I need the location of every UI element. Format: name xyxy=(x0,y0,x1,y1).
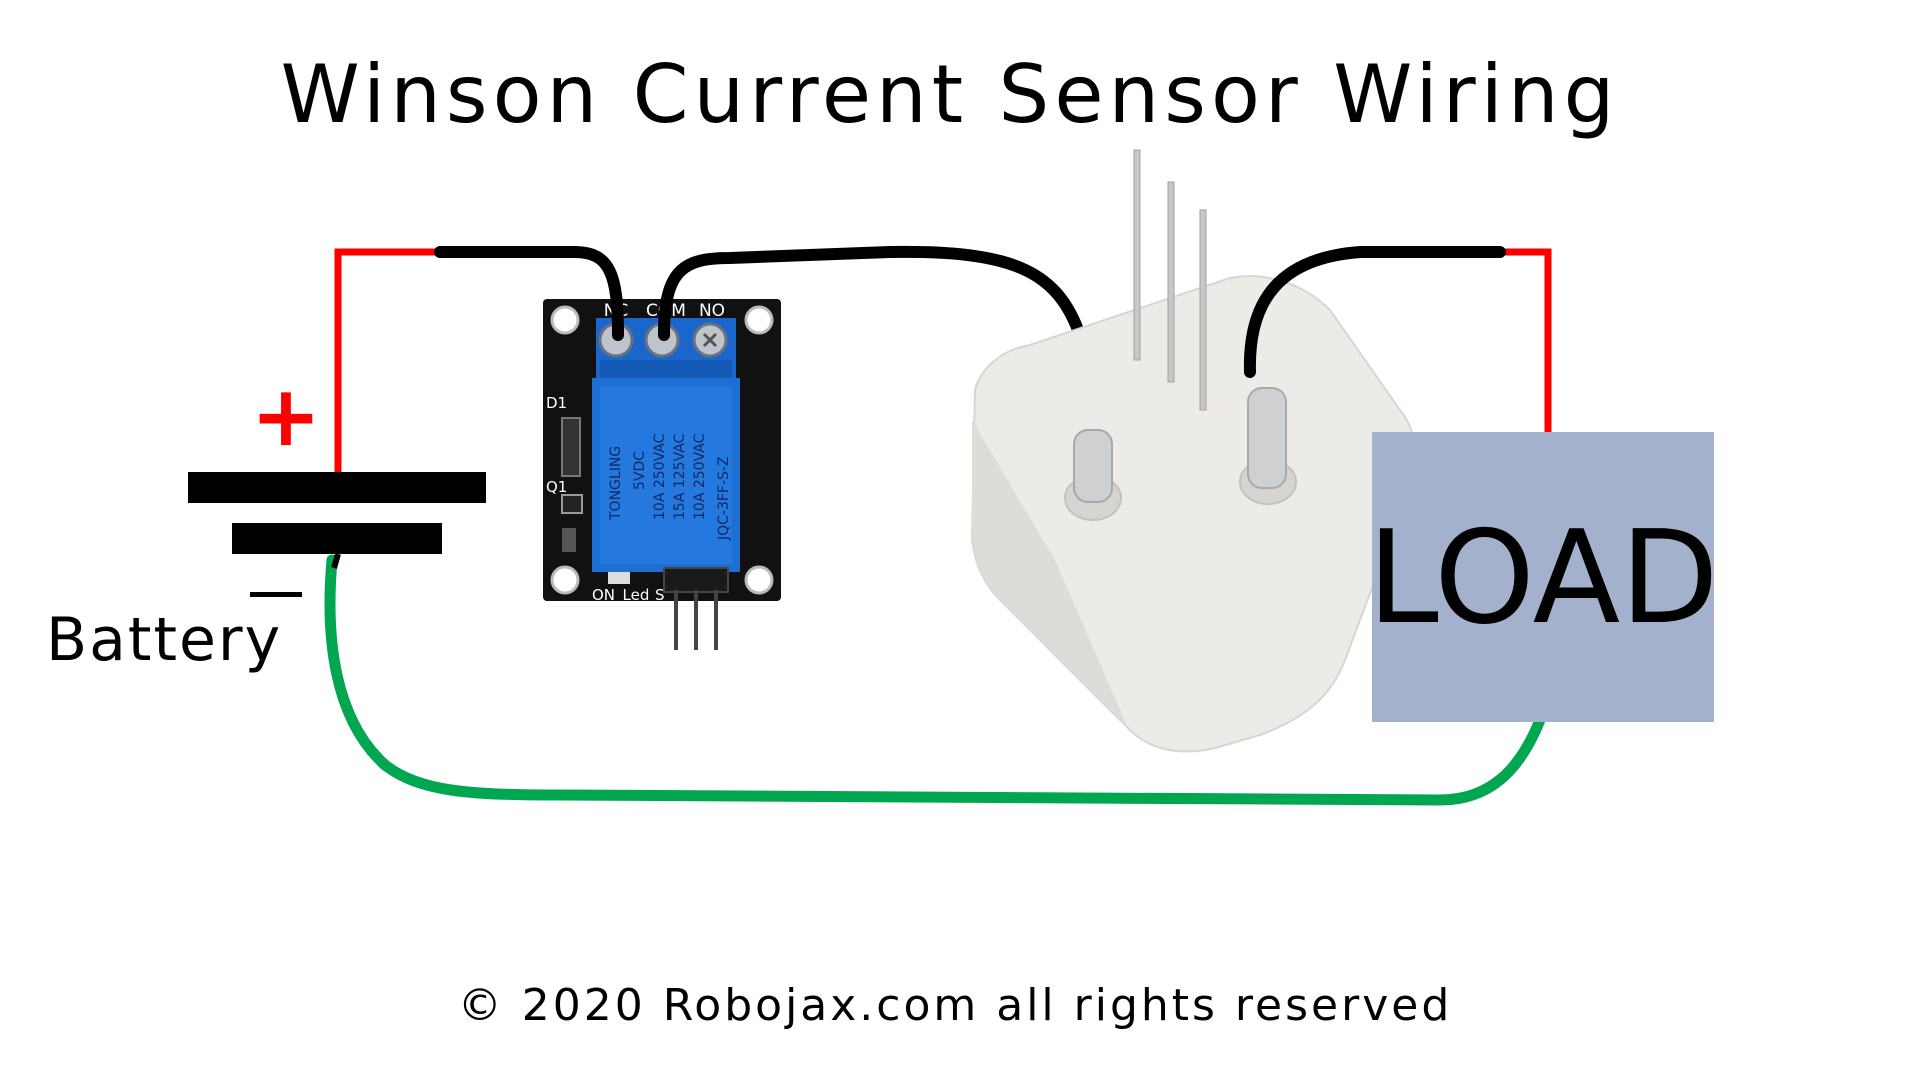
relay-mount-hole xyxy=(550,565,580,595)
diagram-title: Winson Current Sensor Wiring xyxy=(281,48,1620,141)
relay-diode xyxy=(561,417,581,477)
relay-mount-hole xyxy=(550,305,580,335)
sensor-side-shade xyxy=(972,420,1128,728)
relay-smd-component xyxy=(562,528,576,552)
relay-silk-led: ON_Led xyxy=(592,586,649,605)
relay-silk-d1: D1 xyxy=(546,394,567,412)
battery-symbol xyxy=(188,472,486,569)
battery-negative-plate xyxy=(232,523,442,554)
battery-label: Battery xyxy=(46,605,282,675)
positive-wire-load xyxy=(1500,248,1552,432)
sensor-wire-to-load xyxy=(1243,246,1506,378)
sensor-conductor-left xyxy=(1073,429,1113,503)
load-label: LOAD xyxy=(1367,504,1718,653)
relay-spec-voltage: 5VDC xyxy=(632,451,648,490)
current-sensor xyxy=(970,149,1417,753)
relay-header xyxy=(663,567,729,593)
relay-silk-q1: Q1 xyxy=(546,478,567,496)
relay-spec-1: 10A 250VAC xyxy=(652,433,668,520)
battery-plus-sign: + xyxy=(251,367,321,465)
relay-transistor xyxy=(561,494,583,514)
relay-mount-hole xyxy=(744,305,774,335)
relay-wire-com-to-sensor xyxy=(658,245,1096,436)
negative-wire xyxy=(324,554,1546,806)
relay-led xyxy=(608,572,630,584)
relay-wire-nc-to-battery xyxy=(434,246,624,341)
relay-model: JQC-3FF-S-Z xyxy=(716,456,732,541)
relay-terminal-block-lower xyxy=(600,360,732,382)
relay-spec-3: 10A 250VAC xyxy=(692,433,708,520)
sensor-signal-pin xyxy=(1133,149,1141,361)
copyright-notice: © 2020 Robojax.com all rights reserved xyxy=(458,980,1453,1031)
sensor-signal-pin xyxy=(1199,209,1207,411)
battery-positive-plate xyxy=(188,472,486,503)
load-box xyxy=(1372,432,1714,722)
relay-silk-s: S xyxy=(655,586,665,604)
relay-pin-no-label: NO xyxy=(699,301,725,321)
sensor-body xyxy=(970,275,1417,753)
sensor-conductor-right xyxy=(1247,387,1287,489)
relay-module: NC COM NO TONGLING 5VDC 10A 250VAC 15A 1… xyxy=(543,299,781,650)
battery-minus-sign xyxy=(250,592,302,597)
relay-brand: TONGLING xyxy=(608,446,624,521)
positive-wire-battery xyxy=(334,248,440,472)
sensor-signal-pin xyxy=(1167,181,1175,383)
relay-mount-hole xyxy=(744,565,774,595)
relay-spec-2: 15A 125VAC xyxy=(672,433,688,520)
battery-lead xyxy=(331,553,341,569)
